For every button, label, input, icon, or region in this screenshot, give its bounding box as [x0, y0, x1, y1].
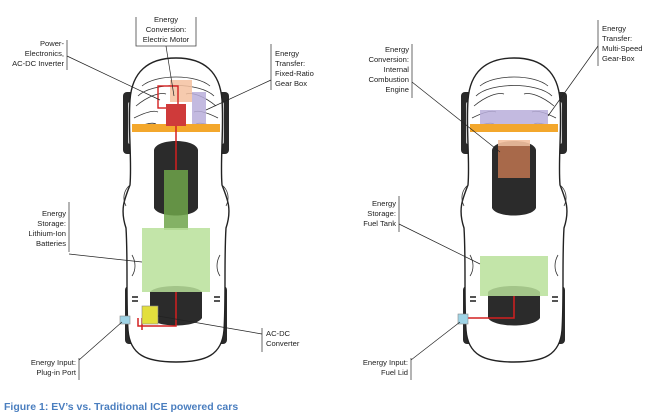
ev-power-leader — [66, 55, 161, 101]
ev-storage-label-2: Storage: — [37, 219, 66, 228]
ev-conversion-leader — [165, 45, 175, 97]
ev-transfer-leader — [205, 79, 272, 111]
ev-transfer-label-4: Gear Box — [275, 79, 307, 88]
ice-transfer-label-1: Energy — [602, 24, 626, 33]
ev-storage-label-1: Energy — [42, 209, 66, 218]
ev-conversion-label-1: Energy — [154, 15, 178, 24]
ev-car — [119, 57, 230, 363]
ice-conversion-label-5: Engine — [385, 85, 409, 94]
ev-power-label-1: Power- — [40, 39, 65, 48]
ice-conversion-label-2: Conversion: — [368, 55, 409, 64]
ice-conversion-label-1: Energy — [385, 45, 409, 54]
ice-fuel-tank — [480, 256, 548, 296]
ice-input-leader — [410, 321, 461, 361]
ev-storage-label-3: Lithium-Ion — [28, 229, 66, 238]
ice-front-axle — [470, 124, 558, 132]
ice-labels: Energy Conversion: Internal Combustion E… — [363, 20, 643, 380]
ev-conversion-label-3: Electric Motor — [143, 35, 190, 44]
ice-fuel-lid — [457, 313, 469, 325]
ice-conversion-label-4: Combustion — [368, 75, 409, 84]
ev-gearbox — [192, 92, 206, 132]
ev-input-leader — [78, 321, 123, 361]
figure-caption: Figure 1: EV’s vs. Traditional ICE power… — [4, 401, 238, 413]
ice-conversion-label-3: Internal — [384, 65, 410, 74]
ev-converter-label-2: Converter — [266, 339, 300, 348]
ev-battery-pack — [142, 228, 210, 292]
ice-conversion-leader — [411, 81, 501, 153]
ev-input-label-2: Plug-in Port — [36, 368, 77, 377]
ev-power-label-2: Electronics, — [25, 49, 64, 58]
ev-battery-spine — [164, 170, 188, 230]
ev-transfer-label-3: Fixed-Ratio — [275, 69, 314, 78]
ev-converter-label-1: AC-DC — [266, 329, 291, 338]
ice-transfer-label-2: Transfer: — [602, 34, 632, 43]
ice-storage-label-1: Energy — [372, 199, 396, 208]
ev-conversion-label-2: Conversion: — [146, 25, 187, 34]
ev-labels: Energy Conversion: Electric Motor Power-… — [12, 15, 314, 380]
ice-combustion-engine — [498, 146, 530, 178]
ev-transfer-label-1: Energy — [275, 49, 299, 58]
ev-power-label-3: AC-DC Inverter — [12, 59, 64, 68]
ice-car — [457, 57, 568, 363]
ev-transfer-label-2: Transfer: — [275, 59, 305, 68]
ev-storage-leader — [68, 253, 143, 263]
ice-transfer-label-3: Multi-Speed — [602, 44, 643, 53]
ice-storage-label-3: Fuel Tank — [363, 219, 396, 228]
ice-fuel-line — [468, 296, 515, 319]
ev-converter-leader — [157, 315, 263, 335]
ice-input-label-1: Energy Input: — [363, 358, 408, 367]
ice-input-label-2: Fuel Lid — [381, 368, 408, 377]
ice-storage-label-2: Storage: — [367, 209, 396, 218]
ice-transfer-leader — [547, 45, 599, 117]
ev-electric-motor — [166, 104, 186, 126]
ev-plug-in-port — [119, 315, 131, 325]
ice-storage-leader — [398, 223, 481, 265]
ev-storage-label-4: Batteries — [36, 239, 66, 248]
ice-transfer-label-4: Gear-Box — [602, 54, 635, 63]
ev-input-label-1: Energy Input: — [31, 358, 76, 367]
ev-ac-dc-converter — [141, 305, 159, 325]
